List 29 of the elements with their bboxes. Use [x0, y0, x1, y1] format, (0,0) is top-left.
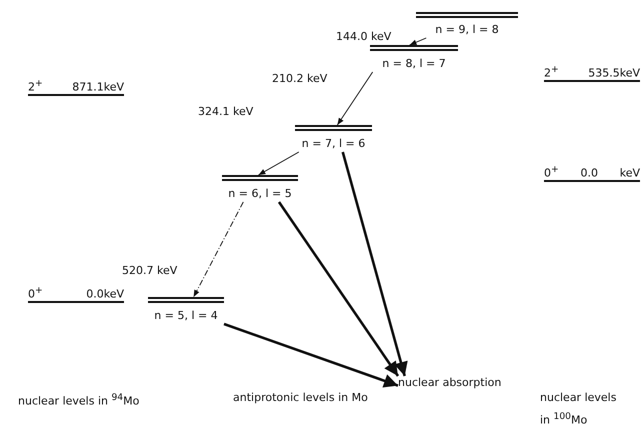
arrow [341, 152, 408, 376]
level-label: n = 6, l = 5 [227, 187, 293, 200]
energy-level [295, 125, 372, 150]
level-label: n = 5, l = 4 [153, 309, 219, 322]
energy-level [370, 45, 458, 70]
nuclear-level: 0$^{+}$ 0.0keV [28, 285, 124, 303]
edge-label: 520.7 keV [122, 264, 178, 277]
edge-label: 144.0 keV [336, 30, 392, 43]
level-label: n = 9, l = 8 [434, 23, 500, 36]
axis-caption: nuclear levels in $^{94}$Mo [18, 391, 140, 410]
energy-level [148, 297, 224, 322]
edge-label: 210.2 keV [272, 72, 328, 85]
arrow [336, 72, 374, 126]
nuclear-level: 2$^{+}$ 535.5keV [544, 64, 640, 82]
nuclear-level: 0$^{+}$ 0.0 keV [544, 164, 640, 182]
arrow [193, 202, 244, 298]
nuclear-level: 2$^{+}$ 871.1keV [28, 78, 124, 96]
axis-caption: antiprotonic levels in Mo [233, 390, 369, 406]
level-label: n = 8, l = 7 [381, 57, 447, 70]
axis-caption: nuclear levels in $^{100}$Mo [540, 390, 618, 429]
arrow [258, 152, 300, 176]
energy-level [416, 12, 518, 36]
process-label: nuclear absorption [398, 376, 532, 392]
arrow [224, 322, 398, 388]
edge-label: 324.1 keV [198, 105, 254, 118]
level-label: n = 7, l = 6 [300, 137, 366, 150]
arrow [278, 201, 400, 377]
arrow [409, 38, 427, 46]
energy-level [222, 175, 298, 200]
